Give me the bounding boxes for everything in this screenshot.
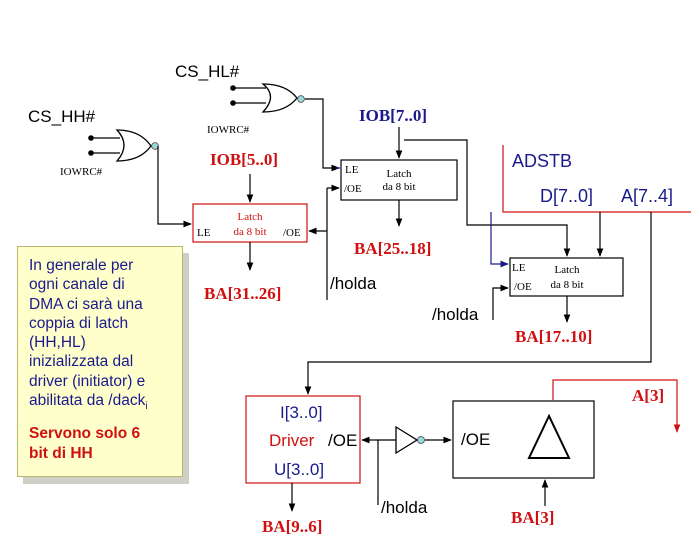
latch-hh-box [192, 203, 308, 243]
latch-right-box [509, 257, 624, 297]
inverter [395, 425, 425, 455]
note-line-1: In generale per [29, 257, 134, 274]
holda-labels: /holda /holda /holda [330, 274, 479, 517]
latch-hl-le: LE [345, 164, 359, 176]
or-gate-hl-icon [261, 83, 298, 113]
gate-hh-dot-b [88, 150, 94, 156]
note-line-2: ogni canale di [29, 276, 125, 294]
holda-label-center: /holda [330, 274, 377, 293]
driver-box: I[3..0] Driver /OE U[3..0] [245, 395, 361, 484]
note-line-4: coppia di latch [29, 314, 129, 332]
latch-hh-subtitle: da 8 bit [234, 226, 267, 238]
driver-label: Driver [269, 431, 315, 450]
latch-hh-oe: /OE [283, 227, 301, 239]
bus-labels: IOB[7..0] IOB[5..0] BA[25..18] BA[31..26… [204, 106, 664, 536]
latch-hl: LE /OE Latch da 8 bit [340, 159, 458, 201]
gate-hl-dot-b [230, 100, 236, 106]
gate-hh-dot-a [88, 135, 94, 141]
note-line-6: inizializzata dal [29, 353, 134, 371]
inverter-icon [395, 425, 419, 455]
adstb-title: ADSTB [512, 151, 572, 171]
wire-holda-to-right-latch-oe [492, 284, 509, 320]
adstb-d-label: D[7..0] [540, 186, 593, 206]
adstb-a-label: A[7..4] [621, 186, 673, 206]
buffer-box-border [452, 400, 595, 479]
latch-hh-title: Latch [237, 211, 263, 223]
gate-hh-inverter-bubble [151, 142, 159, 150]
iob-lo-label: IOB[5..0] [210, 150, 278, 169]
note-red-line-2: bit di HH [29, 444, 93, 462]
wires [157, 98, 652, 512]
iowrc-top-label: IOWRC# [207, 124, 250, 136]
note-line-5: (HH,HL) [29, 334, 86, 352]
latch-hh-le: LE [197, 227, 211, 239]
cs-hl-label: CS_HL# [175, 62, 240, 81]
buffer-oe-label: /OE [461, 430, 490, 449]
holda-label-right: /holda [432, 305, 479, 324]
tristate-buffer-icon [527, 413, 571, 459]
gate-hh: CS_HH# IOWRC# [28, 107, 159, 178]
ba-3-label: BA[3] [511, 508, 554, 527]
note-line-8-main: abilitata da /dack [29, 392, 146, 410]
driver-oe-label: /OE [328, 431, 357, 450]
gate-hl: CS_HL# IOWRC# [175, 62, 305, 136]
note-line-8: abilitata da /dacki [29, 391, 174, 416]
iob-hi-label: IOB[7..0] [359, 106, 427, 125]
latch-hl-oe: /OE [344, 183, 362, 195]
latch-right-subtitle: da 8 bit [551, 279, 584, 291]
latch-hl-title: Latch [386, 168, 412, 180]
ba-31-26-label: BA[31..26] [204, 284, 281, 303]
latch-hl-box [340, 159, 458, 201]
cs-hh-label: CS_HH# [28, 107, 96, 126]
buffer-box: /OE [452, 400, 595, 479]
inverter-bubble [417, 436, 425, 444]
wire-a3-red [552, 379, 681, 433]
adstb-box: ADSTB D[7..0] A[7..4] [502, 145, 691, 213]
holda-label-bottom: /holda [381, 498, 428, 517]
driver-i-label: I[3..0] [280, 403, 323, 422]
ba-25-18-label: BA[25..18] [354, 239, 431, 258]
adstb-box-border [502, 145, 691, 213]
note-line-3: DMA ci sarà una [29, 295, 143, 313]
driver-u-label: U[3..0] [274, 460, 324, 479]
ba-17-10-label: BA[17..10] [515, 327, 592, 346]
latch-right-title: Latch [554, 264, 580, 276]
wire-adstb-to-right-latch-le [490, 212, 509, 268]
a3-label: A[3] [632, 386, 664, 405]
wire-hh-to-latch-le [157, 146, 192, 228]
latch-hl-subtitle: da 8 bit [383, 181, 416, 193]
latch-right-oe: /OE [514, 281, 532, 293]
iowrc-left-label: IOWRC# [60, 166, 103, 178]
driver-box-border [245, 395, 361, 484]
wire-d-to-driver [304, 212, 652, 395]
note-box: In generale per ogni canale di DMA ci sa… [17, 246, 183, 477]
latch-hh: LE /OE Latch da 8 bit [192, 203, 308, 243]
gate-hl-dot-a [230, 85, 236, 91]
or-gate-hh-icon [115, 129, 152, 162]
note-line-8-sub: i [145, 401, 148, 413]
wire-hl-to-latch-le [305, 98, 340, 172]
latch-right-le: LE [512, 262, 526, 274]
gate-hl-inverter-bubble [297, 95, 305, 103]
ba-9-6-label: BA[9..6] [262, 517, 322, 536]
wire-iob-to-right-latch [404, 139, 571, 257]
note-red-line-1: Servono solo 6 [29, 425, 141, 443]
note-line-7: driver (initiator) e [29, 372, 146, 390]
latch-right: LE /OE Latch da 8 bit [509, 257, 624, 297]
